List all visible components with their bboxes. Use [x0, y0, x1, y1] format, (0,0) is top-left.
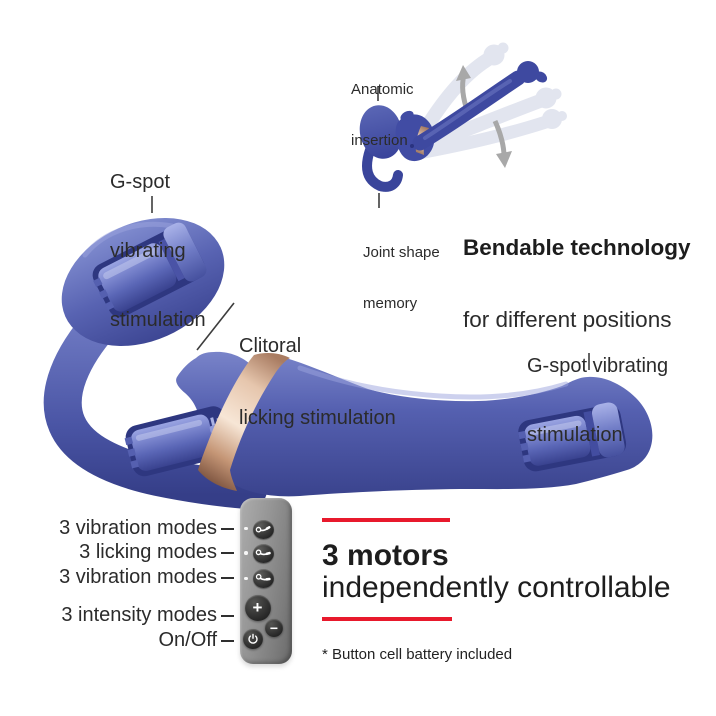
- minus-label: −: [269, 620, 279, 636]
- red-divider-top: [322, 518, 450, 522]
- headline-regular: independently controllable: [322, 571, 671, 604]
- rose-gold-band: [198, 353, 290, 491]
- bend-down-arrow-icon: [492, 119, 512, 168]
- right-gspot-callout: G-spot vibrating stimulation: [527, 355, 669, 446]
- indicator-dot: [244, 576, 248, 580]
- label-dash: [221, 614, 234, 617]
- vibration-mode-button-1[interactable]: [252, 520, 274, 539]
- remote-label-onoff: On/Off: [158, 629, 217, 651]
- red-divider-bottom: [322, 617, 452, 621]
- main-product: [43, 217, 653, 509]
- mini-product: [359, 61, 548, 192]
- vibrator-silhouette-icon: [255, 573, 271, 581]
- label-dash: [221, 639, 234, 642]
- battery-footnote: * Button cell battery included: [322, 646, 513, 663]
- power-button[interactable]: [243, 628, 263, 649]
- clitoral-callout: Clitoral licking stimulation: [239, 335, 396, 429]
- clitoral-leader-line: [196, 302, 235, 351]
- remote-label-vibration-2: 3 vibration modes: [59, 566, 217, 588]
- intensity-plus-button[interactable]: +: [244, 595, 271, 621]
- bendable-technology-caption: Bendable technology for different positi…: [463, 188, 691, 380]
- remote-label-licking: 3 licking modes: [79, 541, 217, 563]
- vibrator-silhouette-icon: [255, 526, 271, 533]
- motors-headline: 3 motors independently controllable: [322, 540, 671, 604]
- vibration-mode-button-2[interactable]: [252, 569, 274, 588]
- intensity-minus-button[interactable]: −: [265, 619, 283, 637]
- licking-mode-button[interactable]: [252, 544, 274, 563]
- leader-lines: [151, 86, 590, 370]
- remote-label-vibration-1: 3 vibration modes: [59, 517, 217, 539]
- bulb-motor-cutaway: [92, 222, 207, 318]
- plus-label: +: [252, 598, 263, 617]
- label-dash: [221, 551, 234, 554]
- left-gspot-callout: G-spot vibrating stimulation: [110, 171, 206, 331]
- anatomic-insertion-label: Anatomic insertion: [351, 81, 414, 149]
- vibrator-silhouette-icon: [255, 549, 271, 556]
- headline-bold: 3 motors: [322, 539, 449, 572]
- joint-shape-memory-label: Joint shape memory: [363, 244, 440, 312]
- bendable-inset-illustration: [359, 42, 567, 192]
- label-dash: [221, 527, 234, 530]
- head-motor-cutaway: [518, 402, 627, 472]
- product-neck: [43, 303, 267, 509]
- caption-bold-line: Bendable technology: [463, 235, 691, 260]
- indicator-dot: [244, 551, 248, 555]
- remote-control: + −: [240, 498, 292, 664]
- remote-label-intensity: 3 intensity modes: [61, 604, 217, 626]
- label-dash: [221, 576, 234, 579]
- indicator-dot: [244, 526, 248, 530]
- caption-regular-line: for different positions: [463, 307, 672, 332]
- power-icon: [248, 633, 258, 644]
